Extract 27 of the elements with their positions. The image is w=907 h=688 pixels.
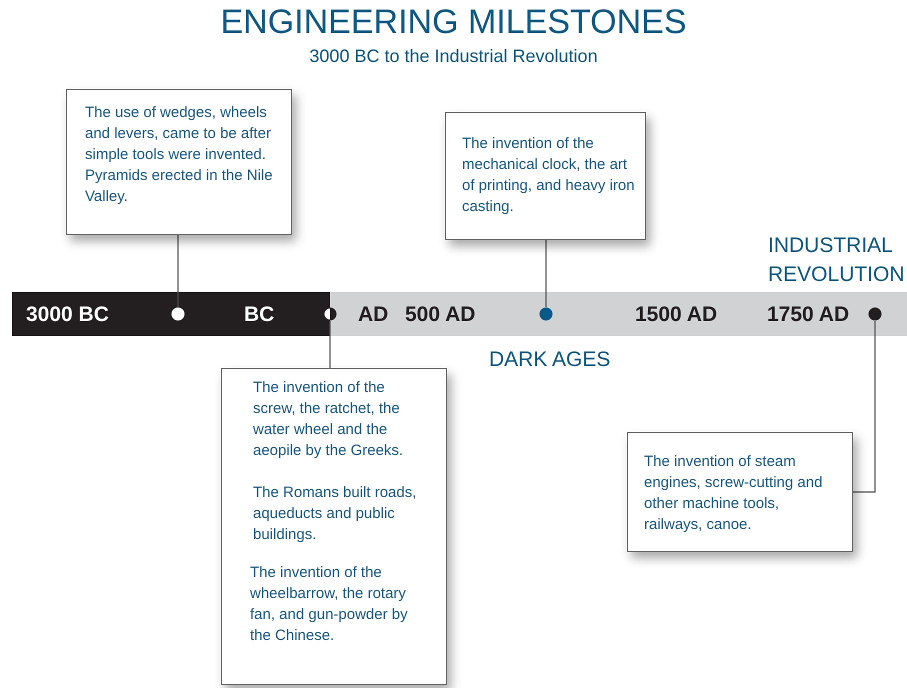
timeline-dot [171, 307, 185, 321]
leader-line [853, 321, 876, 493]
era-label: DARK AGES [489, 347, 610, 373]
timeline-dot [868, 307, 882, 321]
callout-box [66, 89, 292, 235]
leader-line [177, 235, 179, 307]
title: ENGINEERING MILESTONES [219, 2, 688, 42]
callout-text: The invention of the screw, the ratchet, the water wheel and the aeopile by the Greeks. [253, 378, 404, 461]
leader-line [329, 321, 331, 368]
timeline-dot [539, 307, 553, 321]
date-label: 500 AD [405, 302, 476, 328]
callout-box [445, 112, 646, 240]
date-label: AD [358, 302, 388, 328]
callout-text: The Romans built roads, aqueducts and public buildings. [253, 483, 418, 545]
callout-text: The invention of the mechanical clock, the art of printing, and heavy iron casting. [462, 134, 636, 217]
era-label: INDUSTRIAL REVOLUTION [768, 233, 906, 288]
date-label: 3000 BC [26, 302, 109, 328]
date-label: BC [244, 302, 274, 328]
subtitle: 3000 BC to the Industrial Revolution [308, 45, 599, 68]
callout-text: The invention of the wheelbarrow, the rotary fan, and gun-powder by the Chinese. [250, 563, 409, 646]
callout-box [221, 368, 447, 685]
date-label: 1750 AD [767, 302, 850, 328]
callout-box [627, 432, 853, 552]
callout-text: The use of wedges, wheels and levers, came to be after simple tools were invented. Pyramids erected in the Nile Valley. [85, 103, 274, 207]
callout-text: The invention of steam engines, screw-cutting and other machine tools, railways, canoe. [644, 452, 824, 535]
leader-line [545, 240, 547, 307]
date-label: 1500 AD [635, 302, 718, 328]
